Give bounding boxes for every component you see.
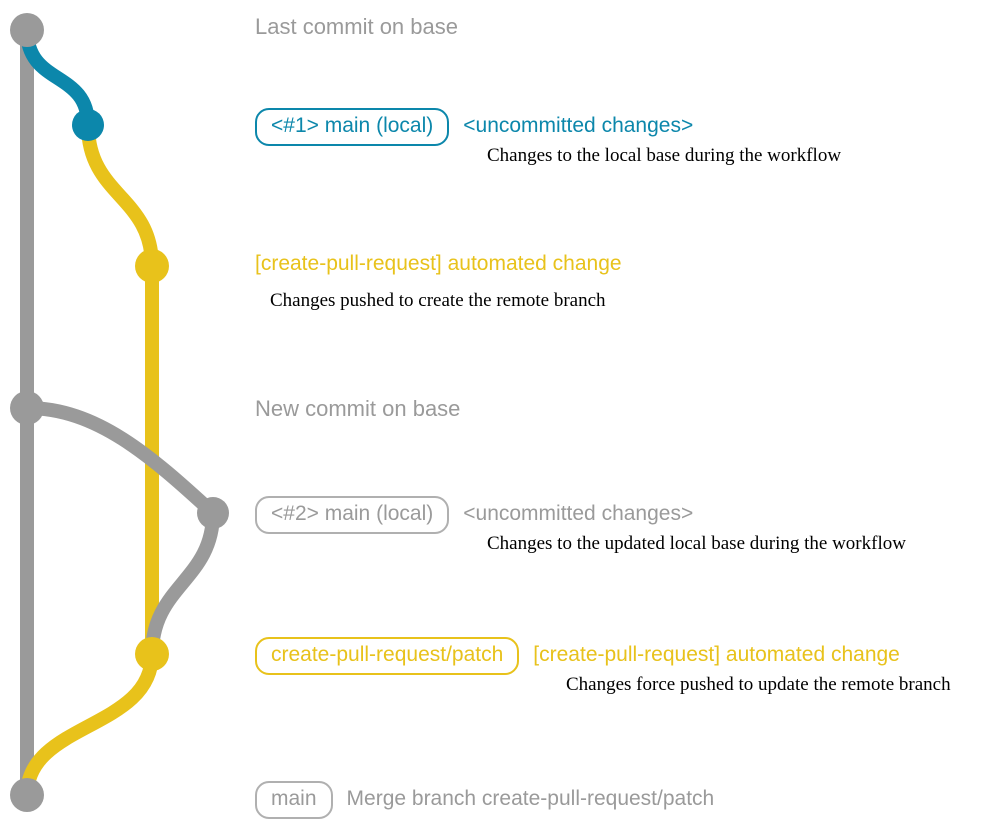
headline-new-commit-on-base: New commit on base	[255, 396, 461, 421]
commit-subject-merge: Merge branch create-pull-request/patch	[346, 787, 715, 810]
row-merge-commit: main Merge branch create-pull-request/pa…	[255, 781, 714, 819]
node-remote-1	[135, 249, 169, 283]
row-remote-commit-1: [create-pull-request] automated change	[255, 252, 622, 276]
commit-description-remote-2: Changes force pushed to update the remot…	[566, 674, 951, 695]
node-base-last	[10, 13, 44, 47]
node-remote-2	[135, 637, 169, 671]
commit-subject-remote-2: [create-pull-request] automated change	[533, 643, 900, 666]
node-base-new	[10, 391, 44, 425]
edge-local-1-to-remote-1	[81, 118, 159, 273]
row-local-commit-2: <#2> main (local) <uncommitted changes>	[255, 496, 693, 534]
ref-chip-main-local-2[interactable]: <#2> main (local)	[255, 496, 450, 534]
edge-remote-2-to-merge	[20, 647, 159, 802]
commit-description-local-2: Changes to the updated local base during…	[487, 533, 906, 554]
ref-chip-create-pull-request-patch[interactable]: create-pull-request/patch	[255, 637, 520, 675]
ref-chip-main-local-1[interactable]: <#1> main (local)	[255, 108, 450, 146]
commit-description-local-1: Changes to the local base during the wor…	[487, 145, 842, 166]
ref-chip-main[interactable]: main	[255, 781, 333, 819]
node-base-merge	[10, 778, 44, 812]
edge-local-2-to-remote-2	[145, 506, 220, 661]
commit-subject-local-2: <uncommitted changes>	[463, 502, 694, 525]
edge-base-new-to-local-2	[20, 401, 220, 520]
headline-last-commit-on-base: Last commit on base	[255, 14, 458, 39]
edge-base-to-local-1	[20, 23, 95, 132]
row-local-commit-1: <#1> main (local) <uncommitted changes>	[255, 108, 693, 146]
node-local-1	[72, 109, 104, 141]
commit-subject-remote-1: [create-pull-request] automated change	[255, 252, 622, 275]
node-local-2	[197, 497, 229, 529]
commit-description-remote-1: Changes pushed to create the remote bran…	[270, 290, 606, 311]
row-remote-commit-2: create-pull-request/patch [create-pull-r…	[255, 637, 900, 675]
commit-subject-local-1: <uncommitted changes>	[463, 114, 694, 137]
